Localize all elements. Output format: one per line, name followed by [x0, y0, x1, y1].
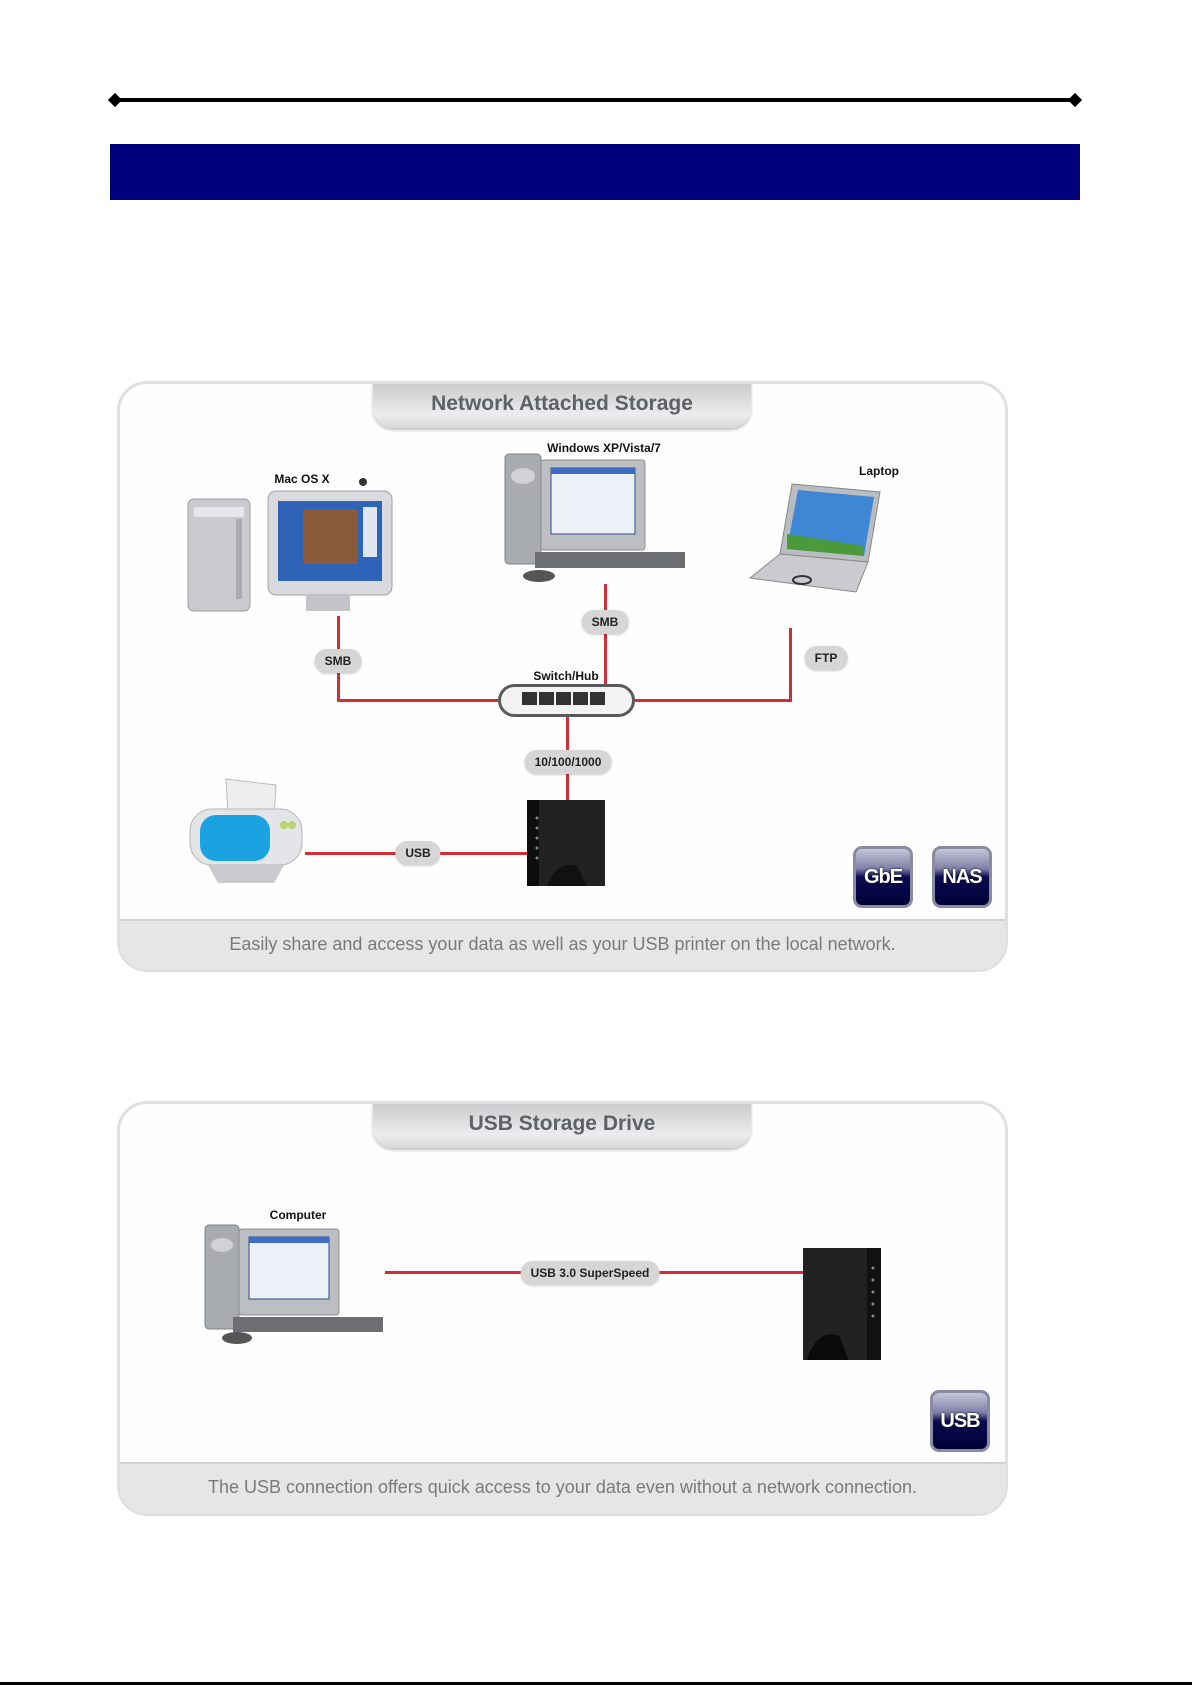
panel-title: USB Storage Drive [373, 1104, 751, 1148]
nas-link-pill: 10/100/1000 [524, 750, 612, 774]
laptop-label: Laptop [859, 464, 899, 478]
rule-right-diamond [1067, 92, 1083, 108]
laptop-protocol-pill: FTP [804, 646, 848, 670]
laptop-icon [748, 483, 881, 593]
windows-label: Windows XP/Vista/7 [547, 441, 661, 455]
usb-diagram-panel: USB Storage Drive Computer USB 3.0 Super… [117, 1101, 1008, 1516]
panel-caption: Easily share and access your data as wel… [120, 919, 1005, 969]
computer-icon [204, 1224, 383, 1344]
usb-drive-icon [803, 1248, 881, 1360]
computer-label: Computer [269, 1208, 327, 1222]
printer-icon [189, 778, 303, 883]
wire-mac-switch [337, 699, 500, 702]
nas-badge-icon: NAS [932, 846, 992, 908]
mac-computer-icon [187, 478, 393, 612]
wire-windows [604, 584, 607, 686]
section-header-bar [110, 144, 1080, 200]
panel-title: Network Attached Storage [373, 384, 751, 428]
windows-protocol-pill: SMB [581, 610, 629, 634]
nas-drive-icon [527, 800, 605, 886]
switch-label: Switch/Hub [533, 669, 599, 683]
mac-label: Mac OS X [274, 472, 330, 486]
page-bottom-rule [0, 1682, 1192, 1685]
usb-link-pill: USB 3.0 SuperSpeed [520, 1261, 660, 1285]
gbe-badge-icon: GbE [853, 846, 913, 908]
nas-diagram-panel: Network Attached Storage Mac OS X Window… [117, 381, 1008, 972]
header-rule [118, 98, 1073, 102]
mac-protocol-pill: SMB [314, 649, 362, 673]
usb-badge-icon: USB [930, 1390, 990, 1452]
wire-laptop [789, 628, 792, 702]
panel-caption: The USB connection offers quick access t… [120, 1462, 1005, 1513]
printer-link-pill: USB [395, 841, 441, 865]
switch-hub-icon [498, 684, 635, 717]
windows-computer-icon [504, 453, 685, 582]
wire-switch-laptop [632, 699, 792, 702]
